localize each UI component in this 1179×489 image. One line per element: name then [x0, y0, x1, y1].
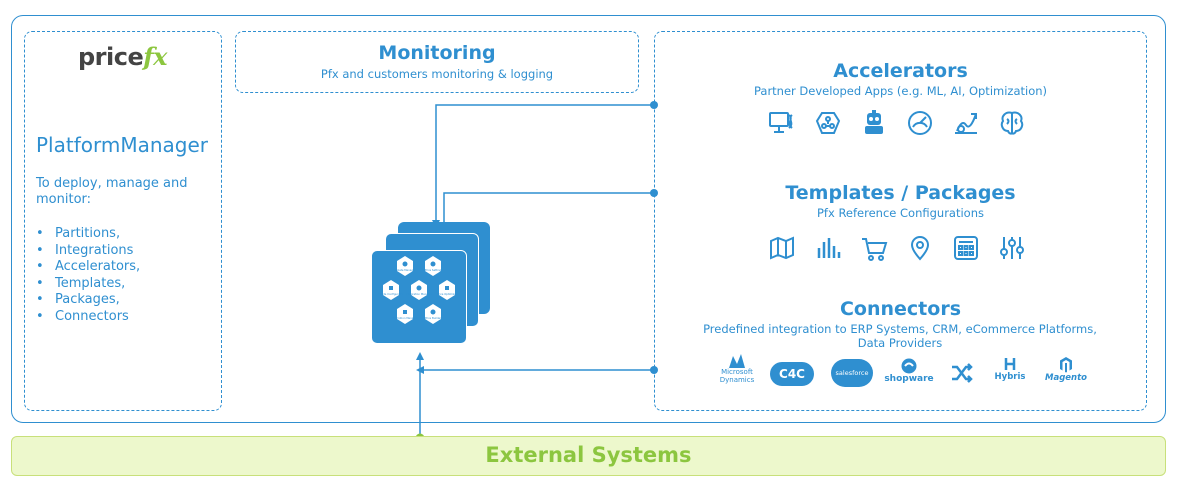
monitoring-panel	[235, 31, 639, 93]
svg-text:Promotion Manager: Promotion Manager	[392, 316, 418, 320]
svg-text:Integration Manager: Integration Manager	[406, 292, 433, 296]
magento-text: Magento	[1045, 373, 1087, 383]
svg-text:Price Builder: Price Builder	[425, 316, 442, 320]
templates-subtitle: Pfx Reference Configurations	[817, 206, 984, 220]
accelerators-title: Accelerators	[833, 60, 968, 82]
microsoft-text: Microsoft	[721, 368, 753, 376]
monitoring-subtitle: Pfx and customers monitoring & logging	[320, 67, 554, 81]
list-item: Accelerators,	[36, 259, 140, 276]
list-item: Templates,	[36, 276, 140, 293]
list-item: Connectors	[36, 309, 140, 326]
platform-manager-description: To deploy, manage and monitor:	[36, 176, 188, 207]
connectors-subtitle: Predefined integration to ERP Systems, C…	[703, 322, 1097, 350]
salesforce-logo: salesforce	[831, 359, 873, 387]
dynamics-text: Dynamics	[719, 376, 755, 384]
accelerators-icons	[768, 109, 1026, 137]
gauge-icon	[908, 111, 932, 135]
magento-icon	[1060, 357, 1072, 373]
brain-icon	[1000, 111, 1024, 135]
shuffle-icon	[952, 363, 973, 383]
list-item: Partitions,	[36, 226, 140, 243]
platform-frame	[11, 15, 1166, 423]
robot-icon	[865, 110, 883, 134]
svg-text:Price Optimizer: Price Optimizer	[437, 292, 458, 296]
accelerators-link	[435, 104, 654, 222]
pricefx-logo: pricefx	[78, 42, 167, 71]
hex-modules-graphic: Rebate Manager Price Setting Quote Confi…	[378, 256, 458, 324]
monitoring-title: Monitoring	[378, 42, 496, 64]
map-icon	[770, 236, 794, 260]
svg-text:Rebate Manager: Rebate Manager	[394, 268, 416, 272]
external-systems-label: External Systems	[485, 443, 692, 467]
templates-link	[443, 192, 654, 226]
shopware-logo: shopware	[884, 358, 934, 384]
microsoft-dynamics-logo: Microsoft Dynamics	[718, 352, 756, 384]
magento-logo: Magento	[1042, 356, 1090, 383]
templates-title: Templates / Packages	[785, 182, 1016, 204]
external-systems-bar	[11, 436, 1166, 476]
hybris-icon	[1004, 358, 1016, 370]
growth-chart-icon	[955, 113, 977, 134]
c4c-logo: C4C	[770, 362, 814, 386]
location-pin-icon	[910, 236, 930, 261]
module-stack-card-front: Rebate Manager Price Setting Quote Confi…	[371, 250, 467, 344]
svg-text:Price Setting: Price Setting	[425, 268, 442, 272]
platform-manager-panel	[24, 31, 222, 411]
accelerators-subtitle: Partner Developed Apps (e.g. ML, AI, Opt…	[753, 84, 1048, 98]
list-item: Packages,	[36, 292, 140, 309]
platform-manager-title: PlatformManager	[36, 133, 209, 157]
sliders-icon	[1000, 237, 1024, 259]
svg-text:Quote Configurator: Quote Configurator	[378, 292, 404, 296]
platform-manager-list: Partitions, Integrations Accelerators, T…	[36, 226, 140, 325]
cart-icon	[862, 238, 888, 261]
list-item: Integrations	[36, 243, 140, 260]
shopware-icon	[901, 358, 917, 374]
circuit-head-icon	[815, 112, 841, 134]
templates-icons	[768, 234, 1026, 262]
computer-dna-icon	[769, 112, 793, 133]
connectors-title: Connectors	[839, 298, 961, 320]
hybris-text: Hybris	[994, 372, 1026, 382]
bar-chart-icon	[817, 238, 841, 258]
shopware-text: shopware	[884, 374, 934, 384]
hybris-logo: Hybris	[992, 356, 1028, 382]
calculator-icon	[954, 236, 978, 260]
extensions-panel	[654, 31, 1147, 411]
dynamics-icon	[729, 354, 745, 368]
